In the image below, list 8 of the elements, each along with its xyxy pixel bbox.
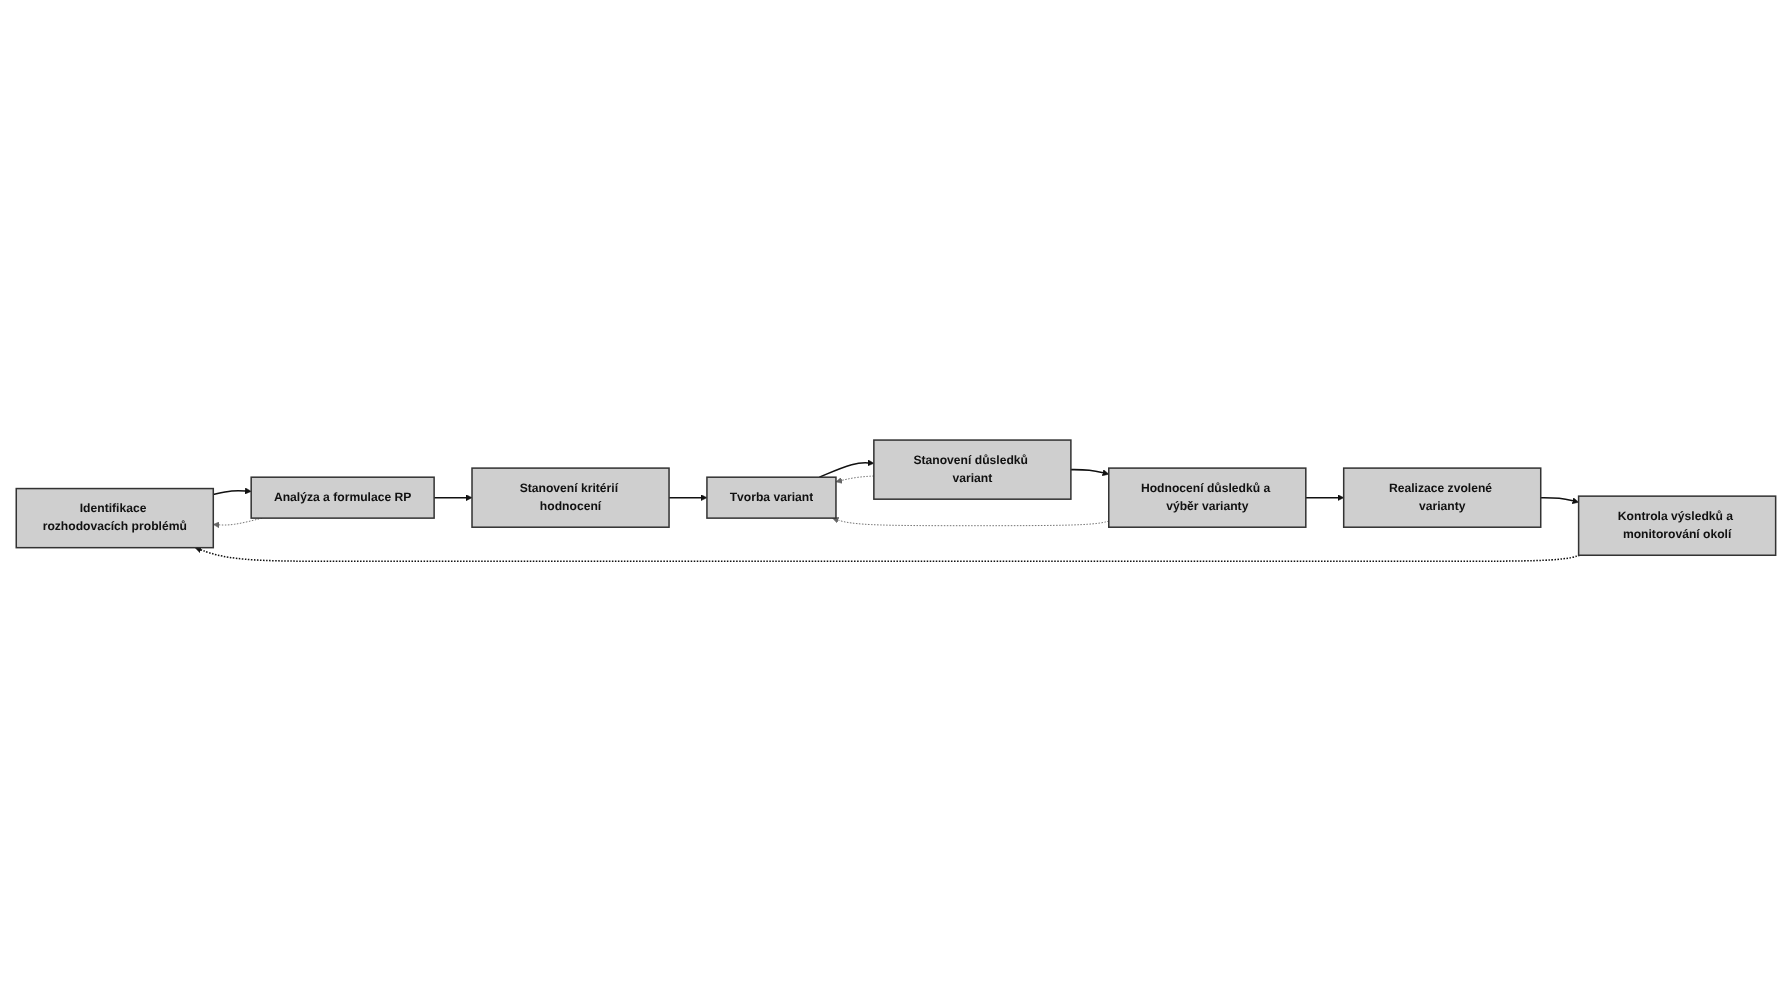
arrow [194,546,1581,563]
arrow [1070,469,1110,477]
arrow [668,494,708,502]
arrow [1305,494,1345,502]
arrow [1540,497,1579,505]
arrow [433,494,473,502]
arrow [818,459,875,479]
arrow [212,487,252,496]
